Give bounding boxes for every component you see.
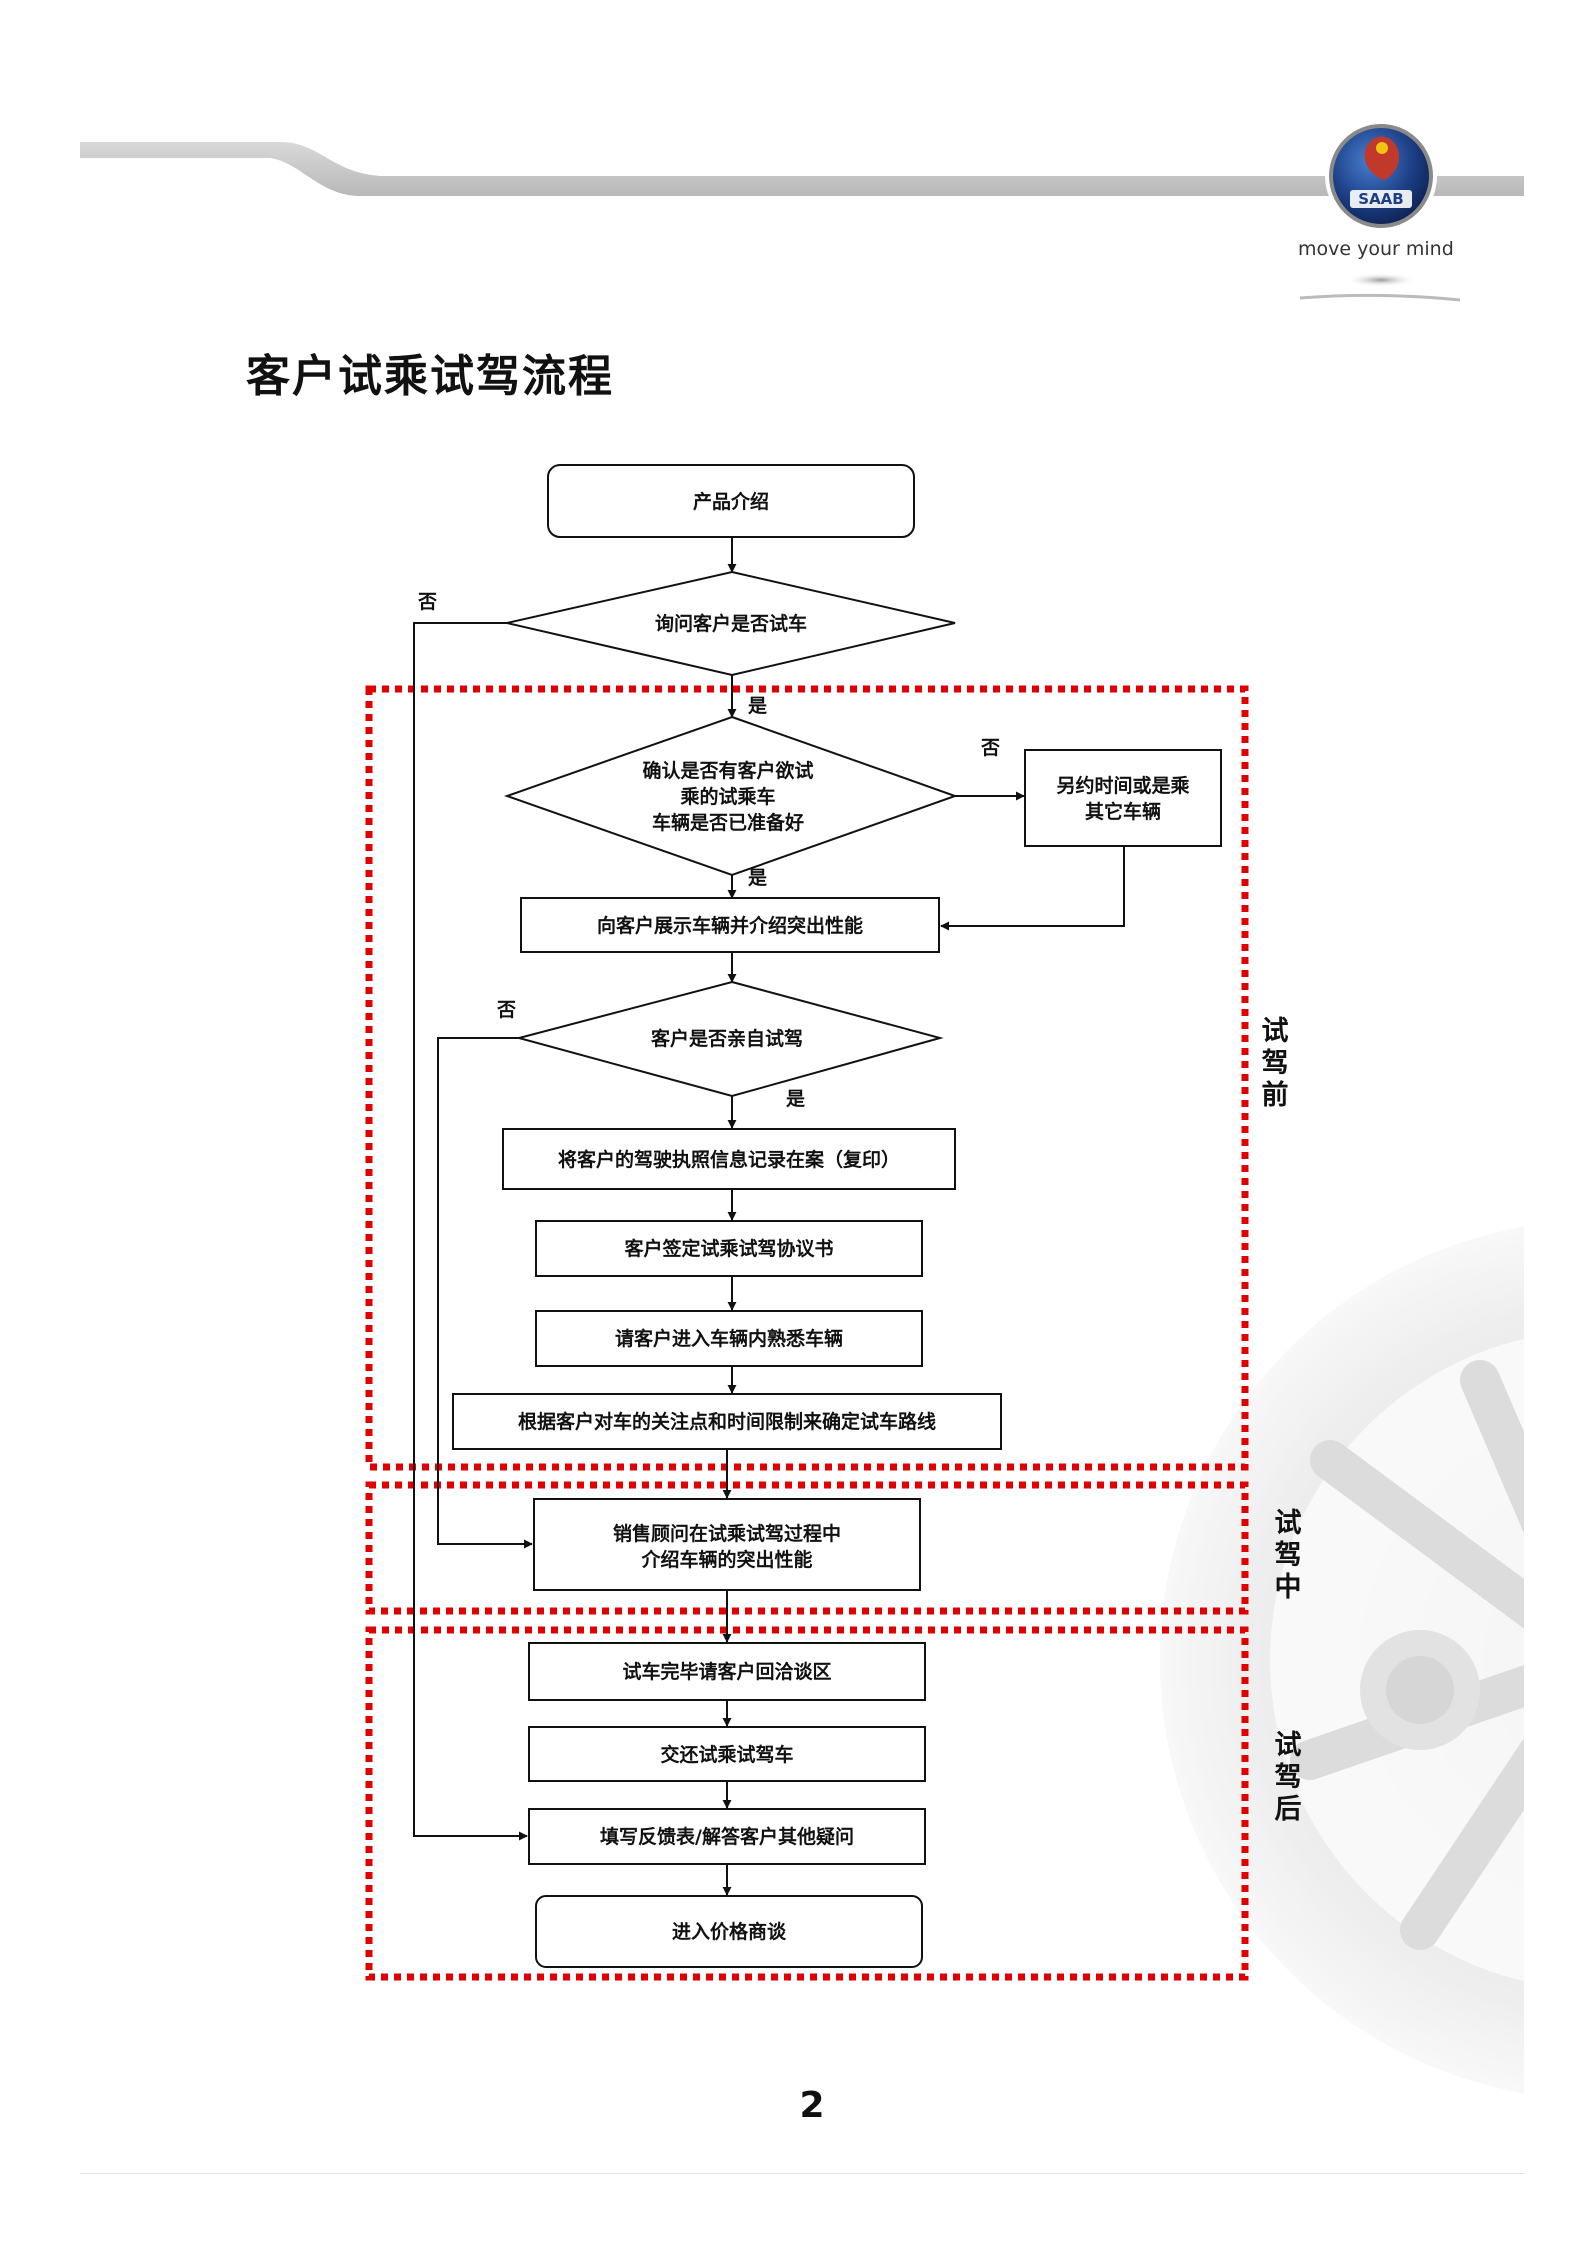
- edge-d3-no-n7: [437, 1037, 533, 1549]
- svg-text:驾: 驾: [1275, 1762, 1302, 1793]
- phase-regions: [365, 685, 1249, 1981]
- svg-text:前: 前: [1262, 1079, 1289, 1111]
- svg-text:产品介绍: 产品介绍: [693, 490, 769, 513]
- phase-region-before: [365, 685, 1249, 1471]
- svg-text:进入价格商谈: 进入价格商谈: [672, 1920, 787, 1943]
- svg-text:其它车辆: 其它车辆: [1085, 800, 1161, 823]
- svg-text:客户是否亲自试驾: 客户是否亲自试驾: [651, 1027, 803, 1050]
- svg-text:客户签定试乘试驾协议书: 客户签定试乘试驾协议书: [624, 1237, 833, 1260]
- svg-text:驾: 驾: [1262, 1048, 1289, 1079]
- svg-text:驾: 驾: [1275, 1540, 1302, 1571]
- svg-text:根据客户对车的关注点和时间限制来确定试车路线: 根据客户对车的关注点和时间限制来确定试车路线: [518, 1410, 936, 1433]
- node-familiarize: 请客户进入车辆内熟悉车辆: [535, 1310, 923, 1367]
- decision-vehicle-ready: 确认是否有客户欲试 乘的试乘车 车辆是否已准备好: [503, 715, 958, 877]
- node-sign-agreement: 客户签定试乘试驾协议书: [535, 1220, 923, 1277]
- svg-text:SAAB: SAAB: [1358, 190, 1403, 208]
- tagline-reflection: [1299, 293, 1461, 302]
- node-consultant-intro: 销售顾问在试乘试驾过程中 介绍车辆的突出性能: [533, 1498, 921, 1591]
- svg-text:另约时间或是乘: 另约时间或是乘: [1056, 774, 1189, 797]
- svg-text:请客户进入车辆内熟悉车辆: 请客户进入车辆内熟悉车辆: [615, 1327, 843, 1350]
- node-return-car: 交还试乘试驾车: [528, 1726, 926, 1782]
- svg-text:试: 试: [1275, 1730, 1302, 1761]
- svg-text:后: 后: [1275, 1794, 1302, 1825]
- svg-text:介绍车辆的突出性能: 介绍车辆的突出性能: [640, 1548, 812, 1571]
- footer-divider: [80, 2173, 1524, 2174]
- svg-text:车辆是否已准备好: 车辆是否已准备好: [652, 811, 804, 834]
- decision-self-drive: 客户是否亲自试驾: [515, 980, 944, 1098]
- label-d2-no: 否: [980, 737, 1000, 759]
- label-d2-yes: 是: [748, 867, 767, 889]
- label-d3-no: 否: [496, 999, 516, 1021]
- header-band: SAAB: [80, 120, 1524, 302]
- header-swoosh: [80, 142, 1524, 196]
- node-show-vehicle: 向客户展示车辆并介绍突出性能: [520, 897, 940, 953]
- node-route: 根据客户对车的关注点和时间限制来确定试车路线: [452, 1393, 1002, 1450]
- svg-text:乘的试乘车: 乘的试乘车: [679, 785, 775, 808]
- node-feedback: 填写反馈表/解答客户其他疑问: [528, 1808, 926, 1865]
- edge-alt-n2: [940, 846, 1125, 931]
- brand-tagline: move your mind: [1298, 238, 1454, 260]
- svg-text:中: 中: [1275, 1572, 1302, 1603]
- phase-label-after: 试 驾 后: [1275, 1730, 1302, 1825]
- svg-text:将客户的驾驶执照信息记录在案（复印）: 将客户的驾驶执照信息记录在案（复印）: [558, 1148, 900, 1171]
- decision-ask-test-drive: 询问客户是否试车: [506, 570, 956, 677]
- svg-text:试: 试: [1275, 1508, 1302, 1539]
- svg-text:销售顾问在试乘试驾过程中: 销售顾问在试乘试驾过程中: [613, 1522, 841, 1545]
- page-title: 客户试乘试驾流程: [246, 351, 614, 402]
- node-return-lounge: 试车完毕请客户回洽谈区: [528, 1642, 926, 1701]
- edge-labels: 否 是 否 是 否 是: [417, 591, 1000, 1110]
- svg-text:试: 试: [1262, 1016, 1289, 1047]
- node-record-license: 将客户的驾驶执照信息记录在案（复印）: [502, 1128, 956, 1190]
- phase-region-during: [365, 1481, 1249, 1615]
- svg-text:填写反馈表/解答客户其他疑问: 填写反馈表/解答客户其他疑问: [600, 1825, 854, 1848]
- label-d1-yes: 是: [748, 695, 767, 717]
- svg-text:试车完毕请客户回洽谈区: 试车完毕请客户回洽谈区: [622, 1660, 831, 1683]
- svg-text:向客户展示车辆并介绍突出性能: 向客户展示车辆并介绍突出性能: [597, 914, 863, 937]
- node-product-intro: 产品介绍: [547, 464, 915, 538]
- label-d1-no: 否: [417, 591, 437, 613]
- connectors: [413, 537, 1125, 1896]
- edge-d1-no-n10: [413, 622, 528, 1841]
- phase-label-before: 试 驾 前: [1262, 1016, 1289, 1111]
- logo-shadow: [1345, 273, 1417, 287]
- label-d3-yes: 是: [786, 1088, 805, 1110]
- svg-text:询问客户是否试车: 询问客户是否试车: [655, 612, 807, 635]
- saab-logo: SAAB: [1325, 120, 1437, 232]
- node-reschedule: 另约时间或是乘 其它车辆: [1024, 749, 1222, 847]
- svg-text:确认是否有客户欲试: 确认是否有客户欲试: [642, 759, 813, 782]
- node-price-negotiation: 进入价格商谈: [535, 1895, 923, 1968]
- svg-text:交还试乘试驾车: 交还试乘试驾车: [660, 1743, 793, 1766]
- phase-label-during: 试 驾 中: [1275, 1508, 1302, 1603]
- page-number: 2: [799, 2085, 825, 2126]
